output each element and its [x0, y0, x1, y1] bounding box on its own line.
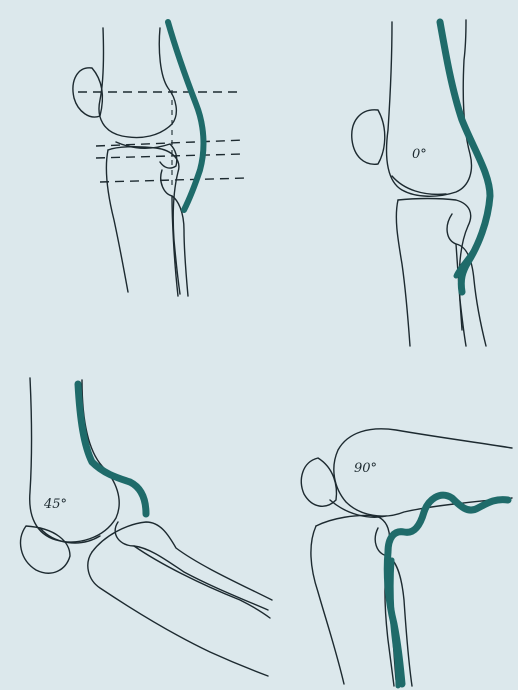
angle-label: 0° [412, 147, 427, 162]
angle-label: 45° [43, 497, 67, 512]
angle-label: 90° [354, 461, 377, 476]
